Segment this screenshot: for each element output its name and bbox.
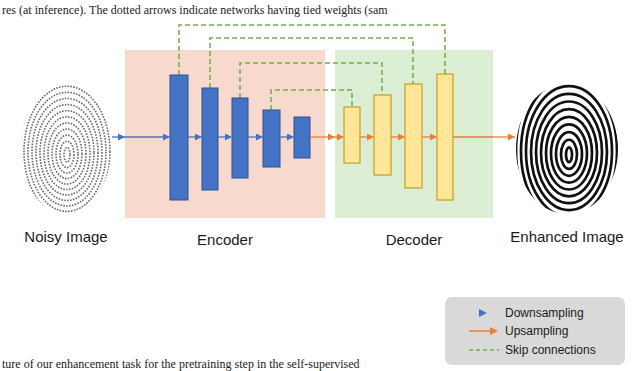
- flow-connector: [493, 134, 515, 141]
- encoder-layers: [170, 75, 310, 200]
- legend-text: Upsampling: [505, 323, 625, 339]
- upsampling-arrows: [310, 136, 493, 137]
- skip-connections: [179, 25, 445, 110]
- fingerprint-image: [20, 83, 112, 215]
- legend-box: DownsamplingUpsamplingSkip connections: [445, 297, 625, 365]
- caption-fragment: res (at inference). The dotted arrows in…: [2, 3, 388, 17]
- arrow-head: [328, 134, 335, 141]
- image-caption: Enhanced Image: [463, 228, 640, 245]
- encoder-panel: Encoder: [125, 50, 325, 218]
- legend-sample: [469, 325, 499, 337]
- decoder-panel: Decoder: [335, 50, 493, 218]
- legend-text: Downsampling: [505, 305, 625, 321]
- arrow-head: [118, 134, 125, 141]
- arrow-head: [508, 134, 515, 141]
- flow-connector: [325, 134, 335, 141]
- noisy-fingerprint: Noisy Image: [20, 83, 112, 215]
- flow-connector: [112, 134, 125, 141]
- fingerprint-image: [515, 83, 619, 215]
- enhanced-fingerprint: Enhanced Image: [515, 83, 619, 215]
- caption-fragment: ture of our enhancement task for the pre…: [2, 357, 360, 371]
- downsampling-arrows: [125, 136, 293, 137]
- image-caption: Encoder: [25, 231, 425, 248]
- image-caption: Noisy Image: [0, 228, 158, 245]
- legend-sample: [469, 344, 499, 356]
- decoder-layers: [344, 74, 453, 200]
- legend-sample: [469, 307, 499, 319]
- legend-text: Skip connections: [505, 342, 625, 358]
